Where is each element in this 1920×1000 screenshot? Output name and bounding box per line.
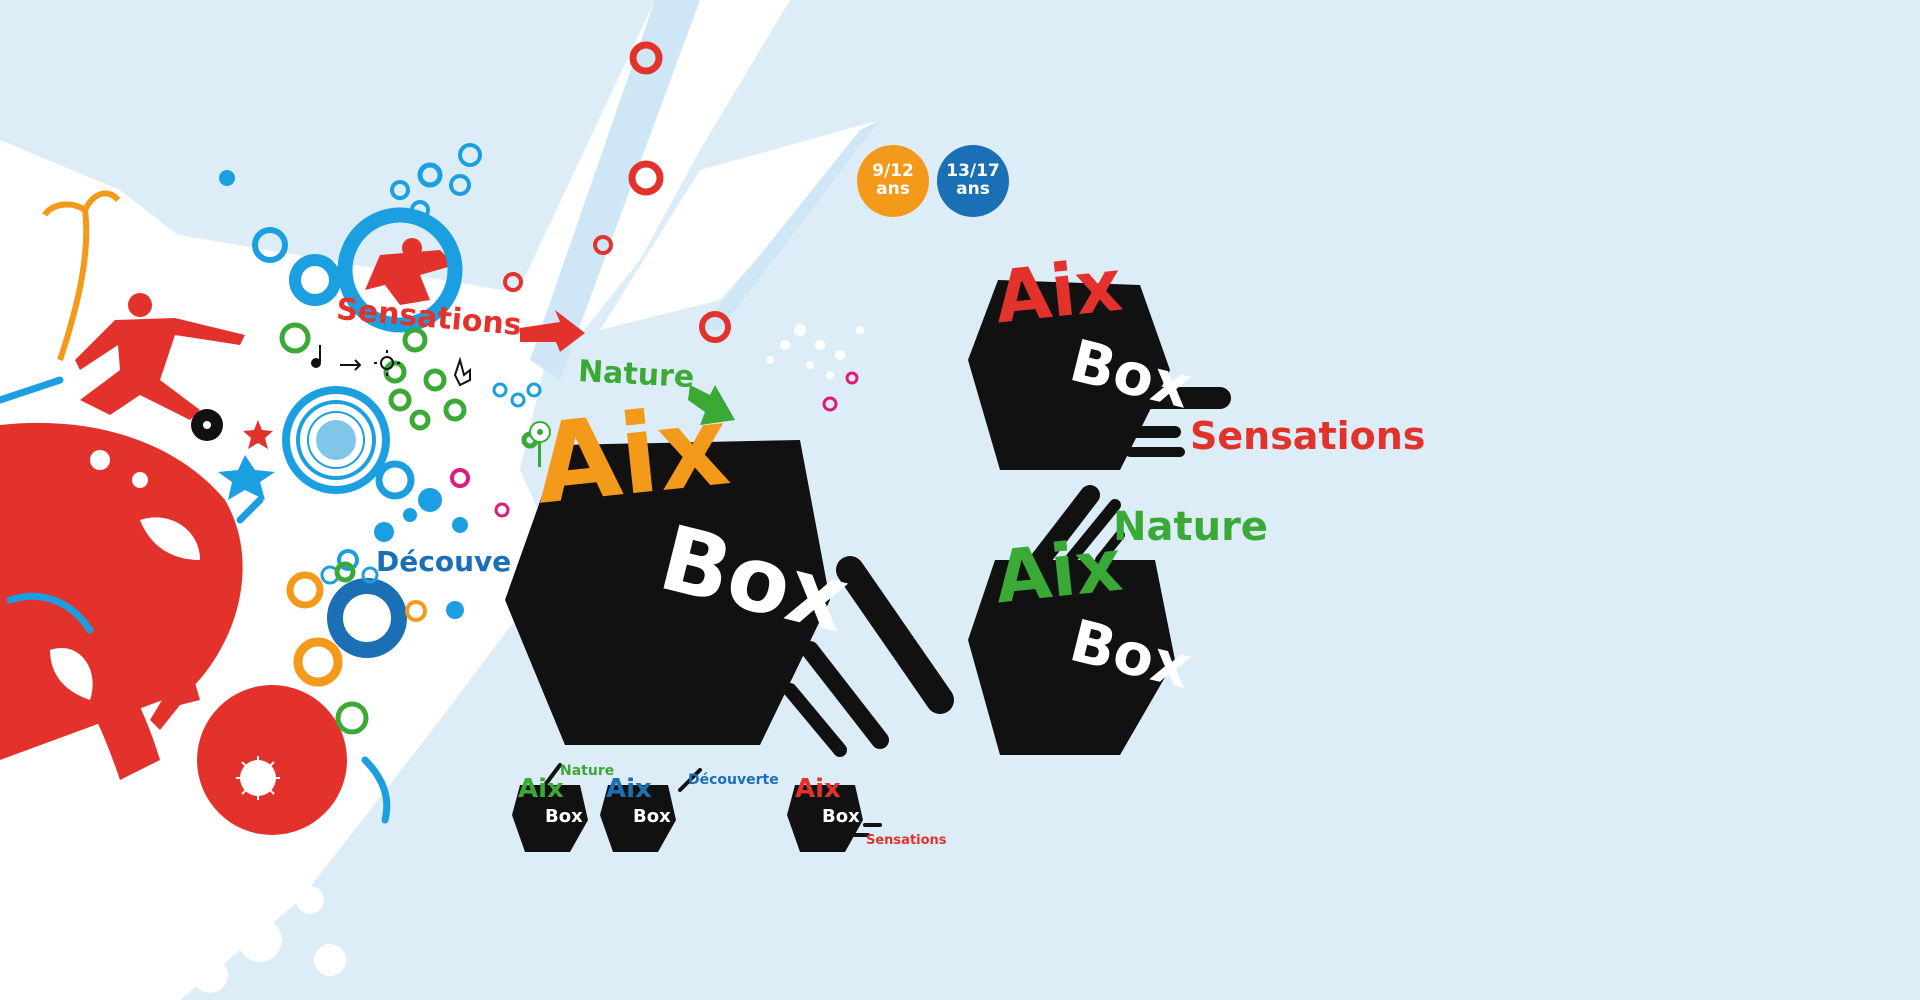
mini-logo-nature-tag: Nature — [560, 763, 615, 779]
age-badge-unit: ans — [956, 179, 990, 199]
mini-logo-nature-box: Box — [545, 806, 583, 827]
sun-burst-icons — [236, 756, 280, 800]
mini-logo-decouverte-box: Box — [633, 806, 671, 827]
blue-dots — [219, 170, 468, 619]
mini-logo-boxes — [512, 785, 863, 852]
logo-main-box — [505, 440, 954, 757]
logo-nature-tag: Nature — [1113, 504, 1268, 550]
green-rings — [279, 322, 539, 735]
mini-logo-lines — [543, 763, 882, 837]
mini-logo-sensations-aix: Aix — [795, 774, 841, 804]
blue-rings — [252, 143, 542, 658]
arrow-icon — [340, 359, 362, 371]
skater-silhouette — [75, 293, 245, 420]
mini-logo-decouverte-tag: Découverte — [688, 772, 779, 788]
pale-blue-disc — [316, 420, 356, 460]
logo-main-word-aix: Aix — [528, 381, 735, 529]
hand-cursor-icon — [453, 356, 471, 387]
logo-nature-box — [968, 485, 1175, 755]
swimmer-silhouette — [150, 647, 200, 730]
mini-logo-sensations-box: Box — [822, 806, 860, 827]
age-badge-9-12[interactable]: 9/12 ans — [857, 145, 929, 217]
star-icon — [243, 420, 273, 449]
palm-leaf — [42, 190, 121, 361]
light-blue-sweeps — [530, 0, 880, 380]
sun-icon — [374, 350, 400, 376]
age-badge-range: 13/17 — [946, 161, 1000, 182]
age-badge-unit: ans — [876, 179, 910, 199]
logo-sensations-word-aix: Aix — [990, 242, 1126, 340]
mini-logo-nature-aix: Aix — [518, 774, 564, 804]
orange-rings — [286, 571, 427, 687]
halftone-dots — [74, 324, 864, 993]
logo-sensations-tag: Sensations — [1190, 414, 1426, 458]
logo-sensations-box — [968, 280, 1231, 470]
age-badge-range: 9/12 — [872, 161, 914, 182]
logo-nature-word-aix: Aix — [990, 522, 1126, 620]
blue-star-shape — [218, 455, 275, 500]
red-rings — [450, 41, 859, 518]
collage-label-decouverte: Découve — [376, 545, 512, 578]
green-arrow — [688, 385, 735, 425]
vinyl-icon — [191, 409, 223, 441]
red-arrow — [520, 310, 585, 352]
blue-dashes — [0, 376, 391, 824]
mini-logo-sensations-tag: Sensations — [866, 833, 947, 848]
skater-silhouette-small — [365, 238, 455, 305]
music-note-icon — [311, 345, 321, 368]
flower-icon — [529, 421, 551, 467]
mini-logo-decouverte-aix: Aix — [606, 774, 652, 804]
age-badge-13-17[interactable]: 13/17 ans — [937, 145, 1009, 217]
